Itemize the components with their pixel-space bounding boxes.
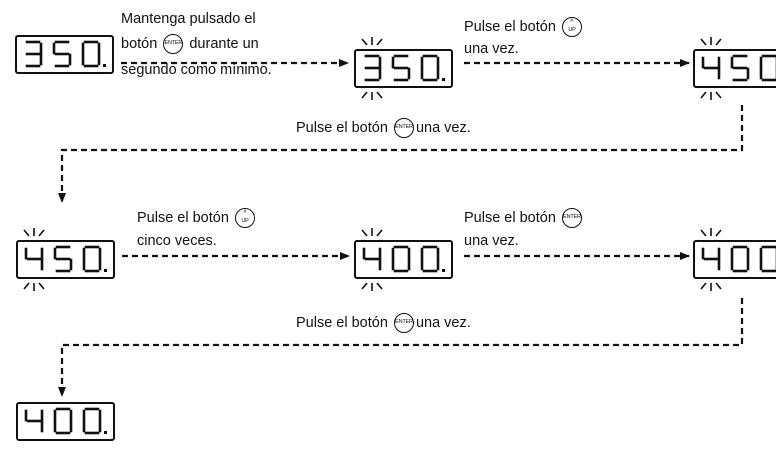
- display-d2: [354, 37, 453, 100]
- display-d5: [354, 228, 453, 291]
- display-d3: [693, 37, 776, 100]
- step6-text-a: Pulse el botón: [296, 315, 388, 331]
- up-arrow-glyph: ^: [243, 210, 247, 218]
- display-d7: [16, 402, 115, 441]
- step5-text-line1: Pulse el botón ENTER: [464, 208, 584, 229]
- display-d6: [693, 228, 776, 291]
- enter-button-label: ENTER: [395, 319, 413, 326]
- display-d1: [15, 35, 114, 74]
- arrow-step3: [58, 105, 744, 203]
- step2-text-line1: Pulse el botón ^UP: [464, 17, 584, 38]
- step4-text-line1: Pulse el botón ^UP: [137, 208, 257, 229]
- step4-text-line2: cinco veces.: [137, 233, 217, 249]
- enter-button-icon: ENTER: [561, 208, 582, 229]
- blink-marks: [23, 228, 45, 291]
- up-button-label: UP: [241, 218, 249, 225]
- step4-text-a: Pulse el botón: [137, 210, 229, 226]
- blink-marks: [700, 228, 722, 291]
- up-button-icon: ^UP: [561, 17, 582, 38]
- step1-text-line2: botón ENTER durante un: [121, 34, 259, 55]
- step6-text-b: una vez.: [415, 315, 471, 331]
- up-button-label: UP: [568, 27, 576, 34]
- enter-button-label: ENTER: [164, 40, 183, 47]
- enter-button-icon: ENTER: [163, 34, 184, 55]
- up-button-icon: ^UP: [234, 208, 255, 229]
- step1-text-line2b: durante un: [189, 36, 259, 52]
- display-d4: [16, 228, 115, 291]
- step2-text-line1a: Pulse el botón: [464, 19, 556, 35]
- enter-button-label: ENTER: [563, 214, 581, 221]
- step5-text-a: Pulse el botón: [464, 210, 556, 226]
- enter-button-label: ENTER: [395, 124, 413, 131]
- arrow-step6: [58, 298, 744, 397]
- enter-button-icon: ENTER: [393, 313, 414, 334]
- step3-text-b: una vez.: [415, 120, 471, 136]
- step3-text-a: Pulse el botón: [296, 120, 388, 136]
- step1-text-line1: Mantenga pulsado el: [121, 11, 256, 27]
- step2-text-line2: una vez.: [464, 41, 519, 57]
- step5-text-line2: una vez.: [464, 233, 519, 249]
- step1-text-line3: segundo como mínimo.: [121, 62, 272, 78]
- blink-marks: [700, 37, 722, 100]
- blink-marks: [361, 228, 383, 291]
- blink-marks: [361, 37, 383, 100]
- up-arrow-glyph: ^: [570, 19, 574, 27]
- step1-text-line2a: botón: [121, 36, 158, 52]
- enter-button-icon: ENTER: [393, 118, 414, 139]
